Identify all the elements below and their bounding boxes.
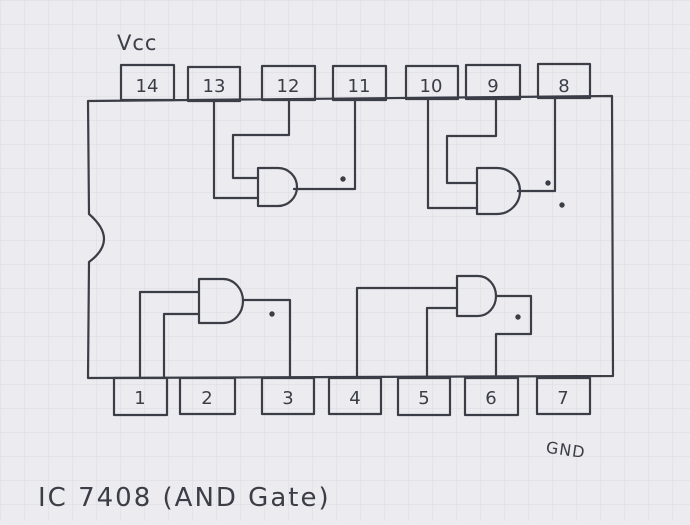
pin-11: [331, 64, 388, 102]
pin-10-label: 10: [420, 76, 443, 97]
pin-8: [536, 62, 592, 100]
pin-11-label: 11: [348, 76, 371, 97]
ic-caption: IC 7408 (AND Gate): [38, 483, 331, 513]
pin-7-label: 7: [557, 388, 568, 409]
pin-7: [535, 376, 592, 416]
top-pin-row: [119, 62, 592, 103]
pin-2-label: 2: [201, 388, 212, 409]
pin-10: [404, 64, 460, 101]
pin-6: [463, 376, 520, 417]
top-pin-labels: 14 13 12 11 10 9 8: [136, 76, 570, 97]
pin-2: [178, 376, 237, 416]
pin-3: [260, 376, 316, 416]
pin-4-label: 4: [349, 388, 360, 409]
pin-14: [119, 63, 176, 102]
pin-4: [327, 376, 383, 416]
and-gate-bottom-left: [138, 277, 292, 380]
pin-1-label: 1: [134, 388, 145, 409]
pin-6-label: 6: [485, 388, 496, 409]
pin-8-label: 8: [558, 76, 569, 97]
pin-12: [260, 64, 317, 102]
and-gate-top-left: [212, 99, 357, 208]
and-gate-top-right: [426, 96, 565, 216]
pin-13-label: 13: [203, 76, 226, 97]
pin-12-label: 12: [277, 76, 300, 97]
pin-5-label: 5: [418, 388, 429, 409]
pin-14-label: 14: [136, 76, 159, 97]
pin-3-label: 3: [282, 388, 293, 409]
bottom-pin-row: [112, 376, 592, 417]
pin-5: [396, 376, 452, 417]
pin-9-label: 9: [487, 76, 498, 97]
and-gate-bottom-right: [355, 274, 533, 380]
pin-9: [464, 63, 522, 101]
bottom-pin-labels: 1 2 3 4 5 6 7: [134, 388, 568, 409]
vcc-label: Vcc: [117, 31, 157, 55]
